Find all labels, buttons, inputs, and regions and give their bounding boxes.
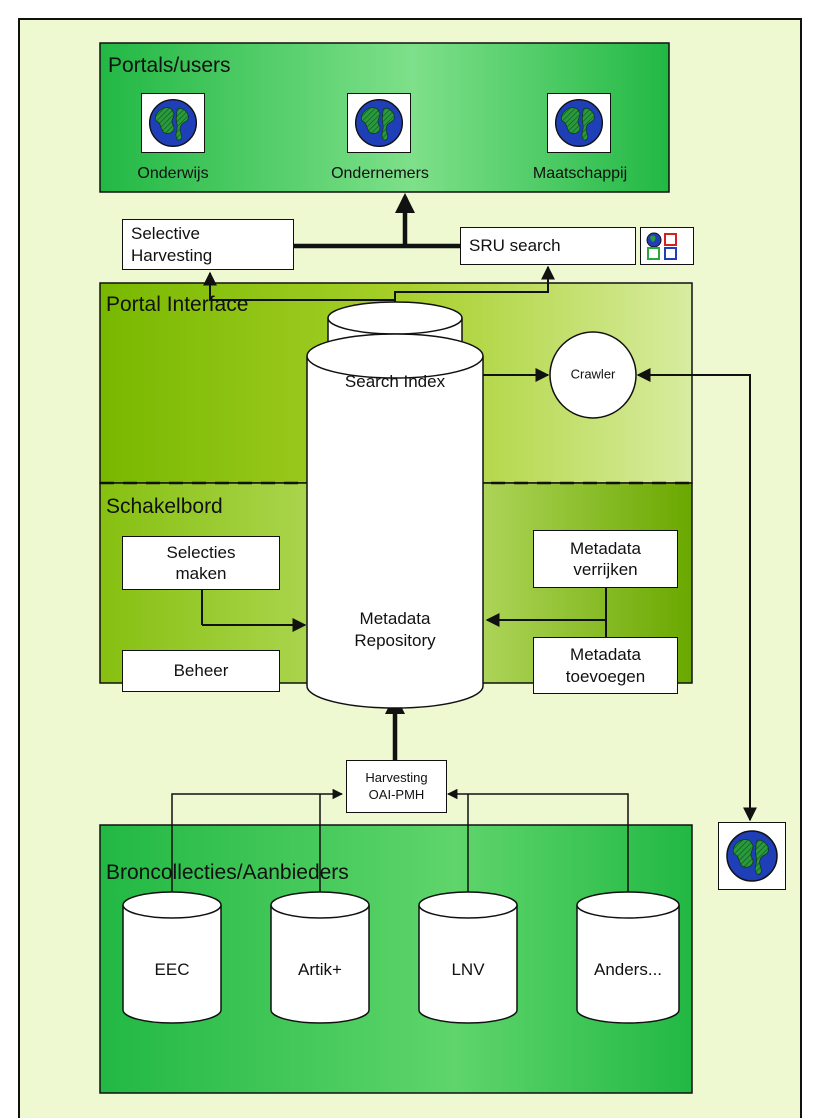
portals-title: Portals/users (108, 54, 231, 77)
external-site-globe (718, 822, 786, 890)
source-eec-cylinder (122, 891, 222, 1024)
source-eec-label: EEC (154, 959, 190, 979)
search-index-label: Search Index (344, 371, 446, 391)
metadata-repository-label: Metadata Repository (354, 608, 436, 650)
schakelbord-title: Schakelbord (106, 495, 223, 518)
broncollecties-title: Broncollecties/Aanbieders (106, 861, 349, 884)
crawler-label: Crawler (570, 366, 616, 382)
beheer-box: Beheer (122, 650, 280, 692)
portal-maatschappij-globe (547, 93, 611, 153)
globe-icon (722, 826, 782, 886)
portal-maatschappij-label: Maatschappij (532, 165, 628, 182)
sru-search-box: SRU search (460, 227, 636, 265)
source-lnv-label: LNV (451, 959, 485, 979)
service-grid-icon (646, 232, 677, 260)
source-artik-cylinder (270, 891, 370, 1024)
portal-onderwijs-globe (141, 93, 205, 153)
crawler-to-external-arrow (636, 368, 757, 822)
crawler-node (549, 331, 637, 419)
harvesting-oai-pmh-box: Harvesting OAI-PMH (346, 760, 447, 813)
anders-to-harvesting-arrow (446, 788, 629, 892)
source-anders-label: Anders... (593, 959, 663, 979)
source-artik-label: Artik+ (298, 959, 342, 979)
portal-interface-title: Portal Interface (106, 293, 249, 316)
metadata-toevoegen-box: Metadata toevoegen (533, 637, 678, 694)
selecties-maken-box: Selecties maken (122, 536, 280, 590)
index-to-sru-arrow (394, 265, 555, 303)
source-lnv-cylinder (418, 891, 518, 1024)
eec-to-harvesting-arrow (171, 788, 344, 892)
portal-onderwijs-label: Onderwijs (137, 165, 209, 182)
portal-ondernemers-globe (347, 93, 411, 153)
selective-harvesting-box: Selective Harvesting (122, 219, 294, 270)
source-anders-cylinder (576, 891, 680, 1024)
metadata-repository-cylinder (306, 333, 484, 709)
sru-service-icon (640, 227, 694, 265)
metadata-verrijken-box: Metadata verrijken (533, 530, 678, 588)
portal-ondernemers-label: Ondernemers (331, 165, 429, 182)
